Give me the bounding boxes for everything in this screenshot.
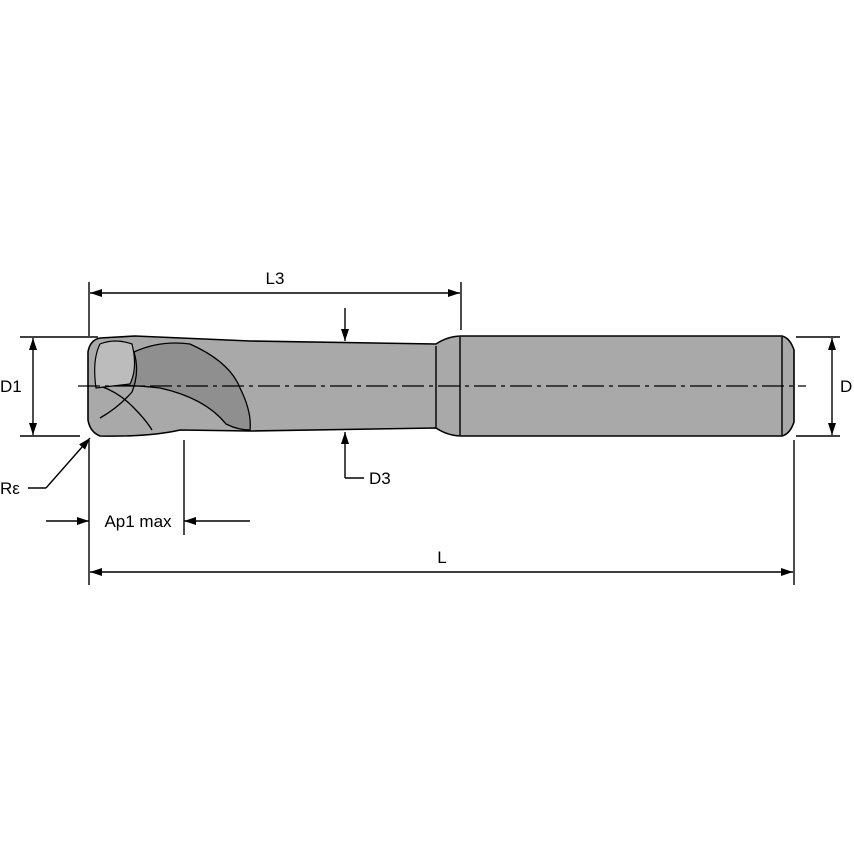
corner-face [94,340,136,389]
l-label: L [437,548,446,567]
extension-lines [20,282,840,585]
dimension-d3: D3 [341,308,391,488]
cutting-edge-2 [99,385,153,431]
dimension-d1: D1 [0,338,37,435]
re-label: Rε [0,479,20,498]
dimension-l3: L3 [90,269,460,297]
l3-label: L3 [266,269,285,288]
d3-label: D3 [369,469,391,488]
dimension-ap1max: Ap1 max [46,512,250,531]
re-leader [45,437,91,489]
ap1max-label: Ap1 max [104,512,172,531]
dimension-corner-radius: Rε [0,437,91,498]
cutting-edge [99,351,138,419]
flute-face [99,342,251,431]
d-label: D [840,377,852,396]
dimension-l: L [90,548,793,576]
d1-label: D1 [0,377,22,396]
dimension-d: D [828,338,852,435]
